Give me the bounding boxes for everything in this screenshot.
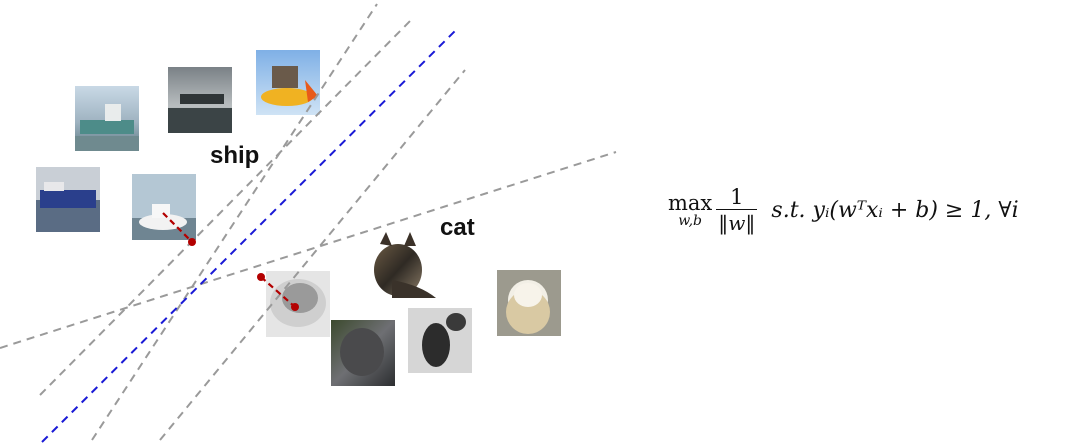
ship-image: [36, 167, 100, 232]
candidate-boundary: [91, 3, 378, 441]
svm-objective-formula: max w,b 1 ‖w‖ s.t. yᵢ(wᵀxᵢ + b) ≥ 1, ∀i: [668, 175, 1019, 245]
ship-image: [168, 67, 232, 133]
ship-image: [256, 50, 320, 115]
margin-marker: [257, 273, 299, 311]
fraction: 1 ‖w‖: [716, 184, 758, 236]
operator-text: max: [668, 191, 713, 215]
candidate-boundary: [159, 69, 466, 441]
ship-image: [132, 174, 196, 240]
constraint-text: s.t. yᵢ(wᵀxᵢ + b) ≥ 1, ∀i: [771, 197, 1019, 223]
candidate-boundary: [0, 151, 617, 349]
cat-class-label: cat: [440, 214, 475, 241]
max-operator: max w,b: [668, 192, 712, 228]
cat-image: [373, 232, 437, 298]
candidate-boundary: [39, 17, 414, 396]
cat-image: [331, 320, 395, 386]
fraction-denominator: ‖w‖: [716, 208, 758, 235]
cat-image: [408, 308, 472, 373]
ship-image: [75, 86, 139, 151]
cat-image: [497, 270, 561, 336]
margin-marker: [162, 212, 196, 246]
cat-image: [266, 271, 330, 337]
fraction-numerator: 1: [730, 184, 744, 209]
operator-subscript: w,b: [678, 213, 702, 229]
ship-class-label: ship: [210, 142, 260, 169]
